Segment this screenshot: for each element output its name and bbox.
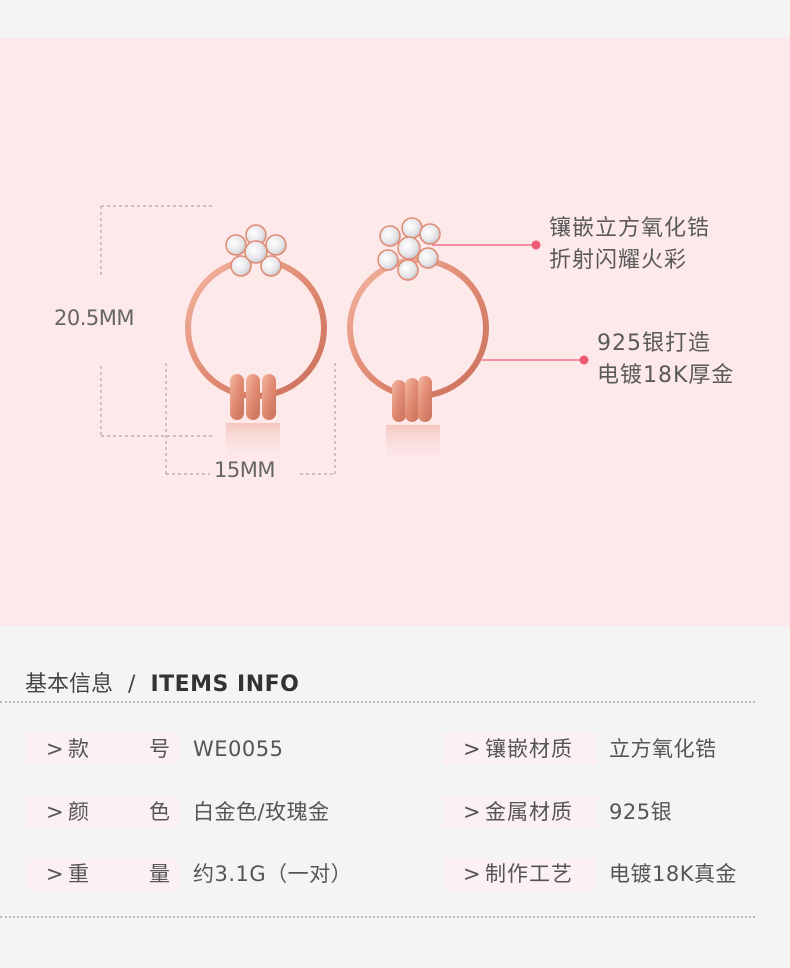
callout-pointers [432, 240, 589, 365]
arrow-icon: > [46, 862, 64, 886]
spec-value-inlay-material: 立方氧化锆 [609, 737, 717, 761]
spec-key-model-char1: 款 [68, 737, 89, 761]
spec-value-color: 白金色/玫瑰金 [193, 800, 330, 824]
product-hero: 20.5MM 15MM 镶嵌立方氧化锆 折射闪耀火彩 925银打造 电镀18K厚… [0, 38, 790, 626]
width-dimension-label: 15MM [214, 458, 275, 482]
earrings-illustration [100, 205, 589, 475]
arrow-icon: > [46, 800, 64, 824]
arrow-icon: > [46, 737, 64, 761]
arrow-icon: > [463, 862, 481, 886]
dimension-lines [100, 205, 336, 475]
spec-key-inlay-material-label: 镶嵌材质 [485, 737, 573, 761]
spec-key-color: > 颜 色 [26, 796, 178, 828]
right-earring [347, 217, 489, 465]
spec-key-metal-material-label: 金属材质 [485, 800, 573, 824]
divider-bottom [0, 916, 755, 918]
callout-gemstone-line1: 镶嵌立方氧化锆 [549, 216, 711, 241]
callout-gemstone-line2: 折射闪耀火彩 [549, 248, 688, 273]
callout-gemstone: 镶嵌立方氧化锆 折射闪耀火彩 [549, 213, 710, 277]
spec-key-color-char1: 颜 [68, 800, 89, 824]
spec-key-model: > 款 号 [26, 733, 178, 765]
arrow-icon: > [463, 737, 481, 761]
section-title-cn: 基本信息 [25, 672, 114, 697]
arrow-icon: > [463, 800, 481, 824]
spec-key-weight-char1: 重 [68, 862, 89, 886]
spec-key-metal-material: > 金属材质 [443, 796, 597, 828]
spec-value-metal-material: 925银 [609, 800, 673, 824]
spec-key-model-char2: 号 [149, 737, 170, 761]
spec-key-color-char2: 色 [149, 800, 170, 824]
section-title: 基本信息 / ITEMS INFO [25, 666, 299, 698]
divider-top [0, 701, 755, 703]
spec-value-weight: 约3.1G（一对） [193, 862, 353, 886]
spec-key-inlay-material: > 镶嵌材质 [443, 733, 597, 765]
left-earring [185, 224, 327, 463]
callout-material-line1: 925银打造 [597, 331, 711, 356]
section-title-en: ITEMS INFO [150, 672, 300, 697]
section-title-separator: / [128, 672, 136, 697]
spec-key-craft-label: 制作工艺 [485, 862, 573, 886]
spec-key-craft: > 制作工艺 [443, 858, 597, 890]
spec-key-weight-char2: 量 [149, 862, 170, 886]
callout-material-line2: 电镀18K厚金 [597, 363, 735, 388]
callout-material: 925银打造 电镀18K厚金 [597, 328, 734, 392]
spec-value-craft: 电镀18K真金 [609, 862, 737, 886]
spec-key-weight: > 重 量 [26, 858, 178, 890]
height-dimension-label: 20.5MM [54, 306, 135, 330]
spec-value-model: WE0055 [193, 737, 284, 761]
